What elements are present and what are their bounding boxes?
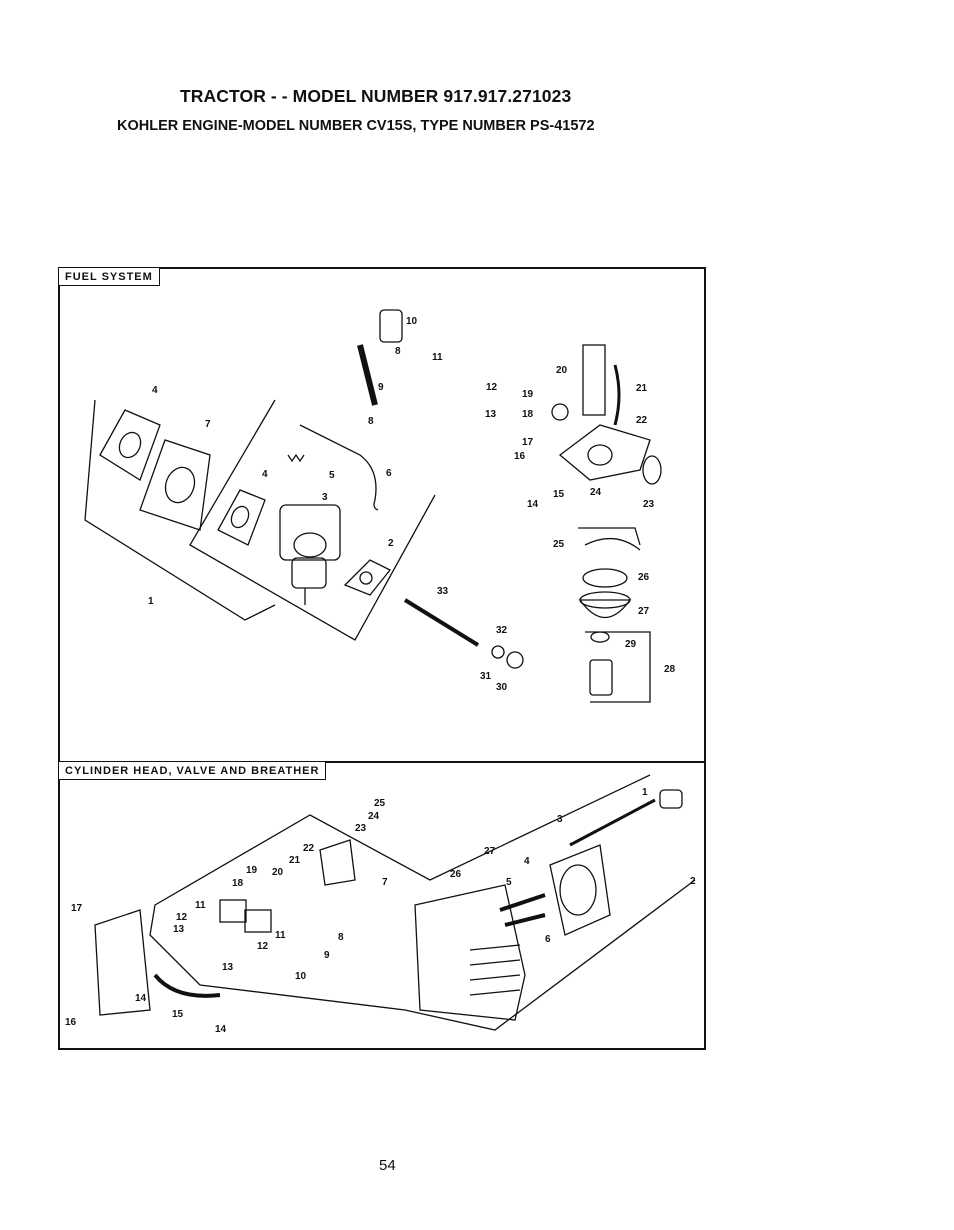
svg-text:27: 27 <box>638 606 650 617</box>
svg-text:13: 13 <box>222 962 234 973</box>
svg-text:31: 31 <box>480 671 492 682</box>
svg-text:9: 9 <box>378 382 384 393</box>
svg-text:17: 17 <box>522 437 534 448</box>
fuel-system-label: FUEL SYSTEM <box>58 267 160 286</box>
svg-text:32: 32 <box>496 625 508 636</box>
svg-text:11: 11 <box>195 900 206 911</box>
svg-text:2: 2 <box>388 538 394 549</box>
fuel-system-drawing <box>84 309 662 703</box>
svg-text:3: 3 <box>322 492 328 503</box>
svg-text:3: 3 <box>557 814 563 825</box>
cylinder-callout-labels: 1 2 3 4 5 6 7 8 9 10 11 11 12 12 13 13 1… <box>65 787 696 1035</box>
diagram-frame <box>58 267 706 1050</box>
svg-text:10: 10 <box>406 316 418 327</box>
svg-text:20: 20 <box>556 365 568 376</box>
svg-text:15: 15 <box>172 1009 184 1020</box>
svg-text:11: 11 <box>432 352 443 363</box>
svg-text:17: 17 <box>71 903 83 914</box>
svg-text:22: 22 <box>636 415 648 426</box>
svg-text:21: 21 <box>289 855 301 866</box>
cylinder-head-label: CYLINDER HEAD, VALVE AND BREATHER <box>58 761 327 780</box>
svg-text:13: 13 <box>485 409 497 420</box>
fuel-callout-labels: 1 2 3 4 4 5 6 7 8 8 9 10 11 12 13 14 15 … <box>148 316 676 693</box>
svg-text:4: 4 <box>524 856 530 867</box>
svg-text:19: 19 <box>246 865 258 876</box>
page-title: TRACTOR - - MODEL NUMBER 917.917.271023 <box>180 86 572 106</box>
svg-text:33: 33 <box>437 586 449 597</box>
svg-text:2: 2 <box>690 876 696 887</box>
svg-text:12: 12 <box>176 912 188 923</box>
svg-text:11: 11 <box>275 930 286 941</box>
svg-text:4: 4 <box>152 385 158 396</box>
svg-text:25: 25 <box>553 539 565 550</box>
svg-text:8: 8 <box>368 416 374 427</box>
svg-text:14: 14 <box>135 993 147 1004</box>
svg-text:16: 16 <box>514 451 526 462</box>
page-subtitle: KOHLER ENGINE-MODEL NUMBER CV15S, TYPE N… <box>117 118 595 134</box>
svg-text:30: 30 <box>496 682 508 693</box>
svg-text:14: 14 <box>215 1024 227 1035</box>
svg-text:23: 23 <box>643 499 655 510</box>
svg-text:26: 26 <box>450 869 462 880</box>
svg-text:1: 1 <box>642 787 648 798</box>
svg-text:28: 28 <box>664 664 676 675</box>
svg-text:24: 24 <box>590 487 602 498</box>
svg-text:7: 7 <box>205 419 211 430</box>
section-divider <box>58 761 704 763</box>
svg-text:18: 18 <box>232 878 244 889</box>
svg-text:29: 29 <box>625 639 637 650</box>
svg-text:5: 5 <box>329 470 335 481</box>
svg-text:21: 21 <box>636 383 648 394</box>
svg-text:15: 15 <box>553 489 565 500</box>
svg-text:4: 4 <box>262 469 268 480</box>
svg-text:6: 6 <box>386 468 392 479</box>
cylinder-head-drawing <box>94 774 696 1031</box>
svg-text:8: 8 <box>338 932 344 943</box>
svg-text:26: 26 <box>638 572 650 583</box>
svg-text:23: 23 <box>355 823 367 834</box>
svg-text:24: 24 <box>368 811 380 822</box>
svg-text:9: 9 <box>324 950 330 961</box>
svg-text:16: 16 <box>65 1017 77 1028</box>
svg-text:18: 18 <box>522 409 534 420</box>
svg-text:1: 1 <box>148 596 154 607</box>
svg-text:27: 27 <box>484 846 496 857</box>
svg-text:25: 25 <box>374 798 386 809</box>
svg-text:13: 13 <box>173 924 185 935</box>
svg-text:6: 6 <box>545 934 551 945</box>
svg-text:12: 12 <box>257 941 269 952</box>
svg-text:12: 12 <box>486 382 498 393</box>
svg-text:7: 7 <box>382 877 388 888</box>
page-number: 54 <box>379 1157 396 1174</box>
svg-text:20: 20 <box>272 867 284 878</box>
svg-text:22: 22 <box>303 843 315 854</box>
svg-text:8: 8 <box>395 346 401 357</box>
svg-text:5: 5 <box>506 877 512 888</box>
svg-text:19: 19 <box>522 389 534 400</box>
svg-text:10: 10 <box>295 971 307 982</box>
svg-text:14: 14 <box>527 499 539 510</box>
